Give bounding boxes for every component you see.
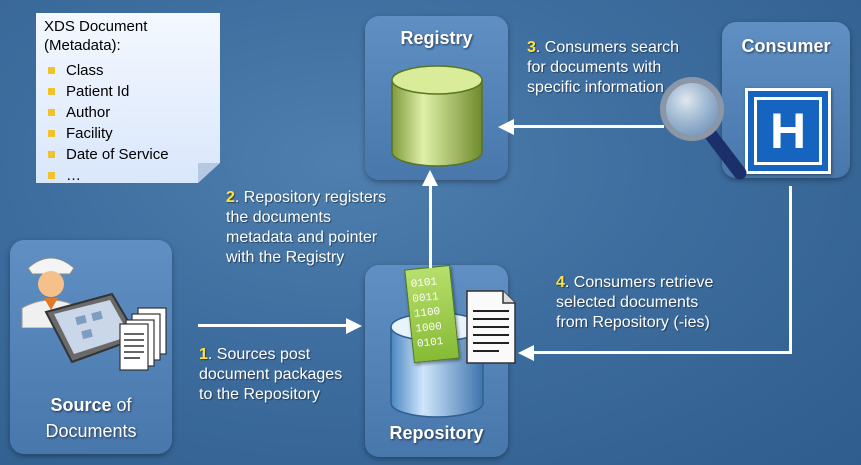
source-title-rest: of	[111, 395, 132, 415]
arrow-consumer-to-registry	[514, 125, 664, 128]
metadata-note: XDS Document (Metadata): Class Patient I…	[36, 13, 220, 183]
registry-database-icon	[391, 65, 483, 167]
metadata-item: Patient Id	[46, 81, 169, 102]
note-fold	[198, 163, 220, 183]
registry-box: Registry	[365, 16, 508, 180]
step-2-text: 2. Repository registers the documents me…	[226, 188, 386, 268]
hospital-letter: H	[754, 97, 822, 165]
step-line: for documents with	[527, 59, 662, 76]
step-line: . Consumers search	[535, 39, 680, 56]
source-title-line2: Documents	[45, 421, 137, 441]
arrow-repository-to-registry	[429, 186, 432, 268]
step-line: . Repository registers	[234, 189, 387, 206]
step-line: with the Registry	[226, 249, 345, 266]
metadata-item: Class	[46, 60, 169, 81]
step-number: 4	[556, 274, 565, 291]
arrow-head	[422, 170, 438, 186]
repository-box: 0101 0011 1100 1000 0101 Repository	[365, 264, 516, 457]
metadata-item: Facility	[46, 123, 169, 144]
step-line: . Sources post	[207, 346, 311, 363]
step-1-text: 1. Sources post document packages to the…	[199, 345, 342, 405]
step-line: from Repository (-ies)	[556, 314, 710, 331]
consumer-title: Consumer	[741, 36, 831, 56]
repository-title: Repository	[389, 423, 484, 443]
metadata-item: Author	[46, 102, 169, 123]
metadata-note-title: XDS Document (Metadata):	[44, 18, 148, 54]
step-line: document packages	[199, 366, 343, 383]
step-number: 3	[527, 39, 536, 56]
step-line: selected documents	[556, 294, 699, 311]
step-line: specific information	[527, 79, 664, 96]
arrow-consumer-to-repository	[534, 351, 792, 354]
consumer-box: Consumer H	[722, 22, 850, 178]
binary-line: 0101	[416, 335, 445, 351]
document-stack-icon	[119, 307, 167, 371]
source-title-bold: Source	[50, 395, 112, 415]
step-number: 2	[226, 189, 235, 206]
arrow-consumer-down	[789, 186, 792, 354]
metadata-list: Class Patient Id Author Facility Date of…	[46, 60, 169, 183]
step-3-text: 3. Consumers search for documents with s…	[527, 38, 679, 98]
step-line: metadata and pointer	[226, 229, 378, 246]
step-line: the documents	[226, 209, 331, 226]
step-number: 1	[199, 346, 208, 363]
arrow-source-to-repository	[198, 324, 348, 327]
metadata-item: …	[46, 165, 169, 183]
step-4-text: 4. Consumers retrieve selected documents…	[556, 273, 713, 333]
arrow-head	[518, 345, 534, 361]
magnifier-icon	[660, 77, 747, 180]
registry-title: Registry	[400, 28, 473, 48]
source-title: Source of Documents	[10, 392, 172, 444]
metadata-item: Date of Service	[46, 144, 169, 165]
source-box: Source of Documents	[10, 240, 172, 454]
arrow-head	[498, 119, 514, 135]
step-line: to the Repository	[199, 386, 320, 403]
tablet-icon	[44, 292, 140, 364]
arrow-head	[346, 318, 362, 334]
hospital-logo: H	[745, 88, 831, 174]
binary-document-icon: 0101 0011 1100 1000 0101	[404, 264, 460, 364]
step-line: . Consumers retrieve	[564, 274, 714, 291]
text-document-icon	[466, 290, 516, 364]
